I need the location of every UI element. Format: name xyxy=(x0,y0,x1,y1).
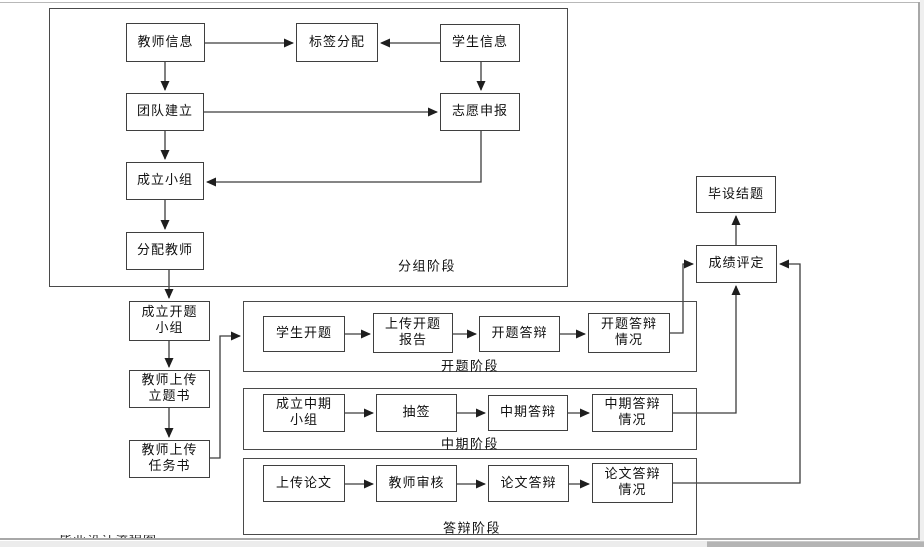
figure-caption-clipped: 毕业设计流程图 xyxy=(59,535,179,540)
node-upload-thesis: 上传论文 xyxy=(263,465,345,502)
node-draw-lots: 抽签 xyxy=(376,394,457,432)
stage-label-defense-stage: 答辩阶段 xyxy=(442,521,502,537)
stage-label-opening-stage: 开题阶段 xyxy=(440,359,500,375)
node-student-opening: 学生开题 xyxy=(263,316,345,352)
node-label-assignment: 标签分配 xyxy=(296,23,378,62)
node-teacher-info: 教师信息 xyxy=(126,23,205,62)
page-top-border xyxy=(0,2,920,3)
node-opening-defense-status: 开题答辩 情况 xyxy=(588,313,670,353)
node-thesis-defense-status: 论文答辩 情况 xyxy=(592,463,673,503)
stage-label-midterm-stage: 中期阶段 xyxy=(440,437,500,453)
node-form-midterm-group: 成立中期 小组 xyxy=(263,394,345,432)
stage-grouping-stage xyxy=(49,8,568,287)
node-student-info: 学生信息 xyxy=(440,24,520,62)
node-project-conclusion: 毕设结题 xyxy=(696,176,776,213)
page-right-border xyxy=(918,2,920,539)
edge-upload-task-to-opening-stage xyxy=(210,331,241,459)
horizontal-scrollbar-track xyxy=(0,541,924,547)
node-thesis-defense: 论文答辩 xyxy=(488,465,569,502)
node-upload-opening-report: 上传开题 报告 xyxy=(373,313,453,353)
node-team-building: 团队建立 xyxy=(126,93,204,131)
node-opening-defense: 开题答辩 xyxy=(479,316,560,352)
node-teacher-review: 教师审核 xyxy=(376,465,457,502)
node-teacher-upload-proposal: 教师上传 立题书 xyxy=(129,370,210,408)
page-right-margin xyxy=(920,0,924,547)
node-teacher-upload-task: 教师上传 任务书 xyxy=(129,440,210,478)
node-midterm-defense-status: 中期答辩 情况 xyxy=(592,394,673,432)
node-grade-evaluation: 成绩评定 xyxy=(696,245,777,283)
node-volunteer-application: 志愿申报 xyxy=(440,93,520,131)
stage-label-grouping-stage: 分组阶段 xyxy=(397,259,457,275)
node-midterm-defense: 中期答辩 xyxy=(488,395,568,431)
horizontal-scrollbar-thumb[interactable] xyxy=(707,541,924,547)
node-assign-teacher: 分配教师 xyxy=(126,232,204,270)
page-bottom-border xyxy=(0,538,920,540)
node-form-opening-group: 成立开题 小组 xyxy=(129,301,210,341)
edge-thesis-status-to-grade xyxy=(673,259,801,484)
node-form-group: 成立小组 xyxy=(126,162,204,200)
stage-defense-stage xyxy=(243,458,697,535)
